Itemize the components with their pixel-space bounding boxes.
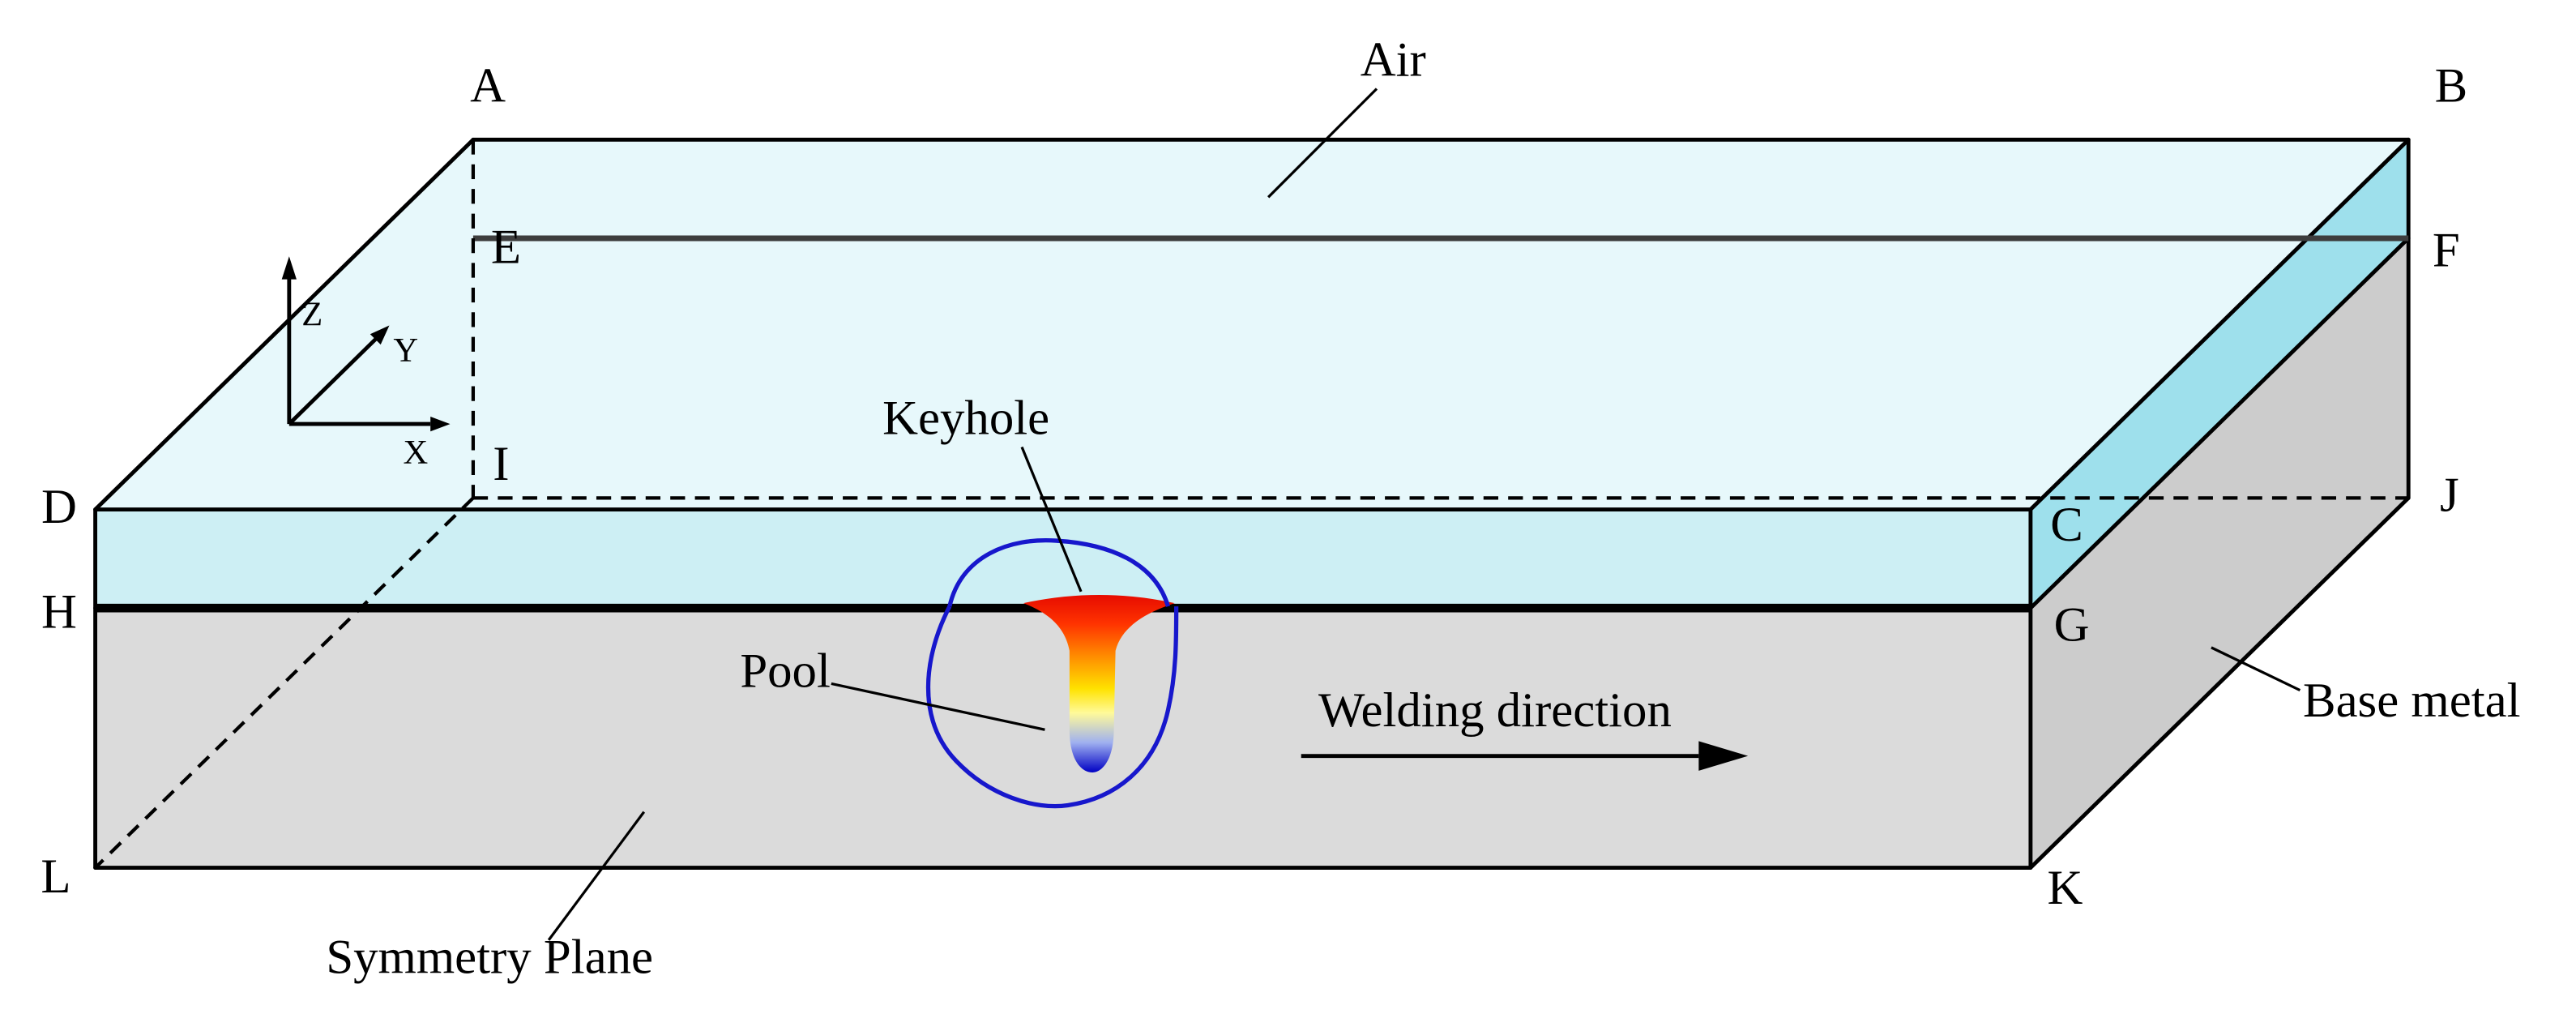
corner-labels: A B C D E F G H I J K L bbox=[41, 59, 2467, 915]
corner-label-a: A bbox=[470, 59, 506, 113]
base-metal-leader-line bbox=[2211, 646, 2301, 692]
air-side-face bbox=[2030, 139, 2409, 609]
air-label: Air bbox=[1361, 32, 1426, 87]
corner-label-j: J bbox=[2440, 468, 2459, 523]
symmetry-plane-leader-line bbox=[547, 811, 646, 941]
base-metal-region bbox=[95, 237, 2409, 868]
z-axis-label: Z bbox=[301, 295, 323, 333]
weld-zone bbox=[925, 537, 1179, 809]
y-axis-arrowhead-icon bbox=[370, 325, 390, 345]
edge-JK bbox=[2028, 495, 2411, 870]
base-metal-label: Base metal bbox=[2303, 674, 2520, 728]
edge-AD bbox=[93, 137, 476, 511]
pool-label: Pool bbox=[740, 644, 831, 699]
edge-FG bbox=[2028, 236, 2411, 610]
air-top-face bbox=[95, 139, 2409, 510]
air-leader-line bbox=[1267, 88, 1378, 199]
annotations: Air Keyhole Pool Welding direction Base … bbox=[326, 32, 2520, 984]
air-front-face bbox=[95, 509, 2031, 609]
pool-boundary-below-surface bbox=[925, 605, 1179, 809]
pool-leader-line bbox=[831, 682, 1045, 731]
y-axis-label: Y bbox=[393, 332, 418, 370]
welding-direction-label: Welding direction bbox=[1318, 683, 1672, 738]
solid-edges bbox=[93, 137, 2411, 870]
edge-BC bbox=[2028, 137, 2411, 511]
coordinate-axes: Z Y X bbox=[281, 256, 451, 472]
corner-label-e: E bbox=[491, 220, 521, 274]
welding-direction-arrow bbox=[1301, 741, 1749, 771]
metal-side-face bbox=[2030, 237, 2409, 868]
corner-label-k: K bbox=[2048, 861, 2083, 915]
corner-label-f: F bbox=[2433, 223, 2460, 277]
corner-label-c: C bbox=[2050, 498, 2083, 552]
corner-label-h: H bbox=[41, 585, 77, 640]
welding-arrow-head bbox=[1698, 741, 1749, 771]
corner-label-d: D bbox=[41, 480, 77, 534]
air-region bbox=[95, 139, 2409, 609]
x-axis-label: X bbox=[404, 434, 429, 472]
metal-front-face bbox=[95, 608, 2031, 868]
y-axis-line bbox=[288, 336, 378, 426]
edge-IL-dashed bbox=[94, 496, 475, 870]
corner-label-g: G bbox=[2054, 598, 2090, 652]
pool-boundary-above-surface bbox=[947, 537, 1171, 607]
symmetry-plane-label: Symmetry Plane bbox=[326, 930, 653, 984]
corner-label-l: L bbox=[41, 849, 70, 904]
keyhole-shape bbox=[1023, 594, 1175, 772]
keyhole-leader-line bbox=[1020, 446, 1083, 593]
corner-label-b: B bbox=[2435, 59, 2468, 113]
corner-label-i: I bbox=[493, 437, 509, 491]
z-axis-arrowhead-icon bbox=[281, 256, 297, 280]
hidden-edges bbox=[94, 139, 2409, 870]
x-axis-arrowhead-icon bbox=[430, 416, 451, 432]
keyhole-label: Keyhole bbox=[882, 391, 1049, 445]
